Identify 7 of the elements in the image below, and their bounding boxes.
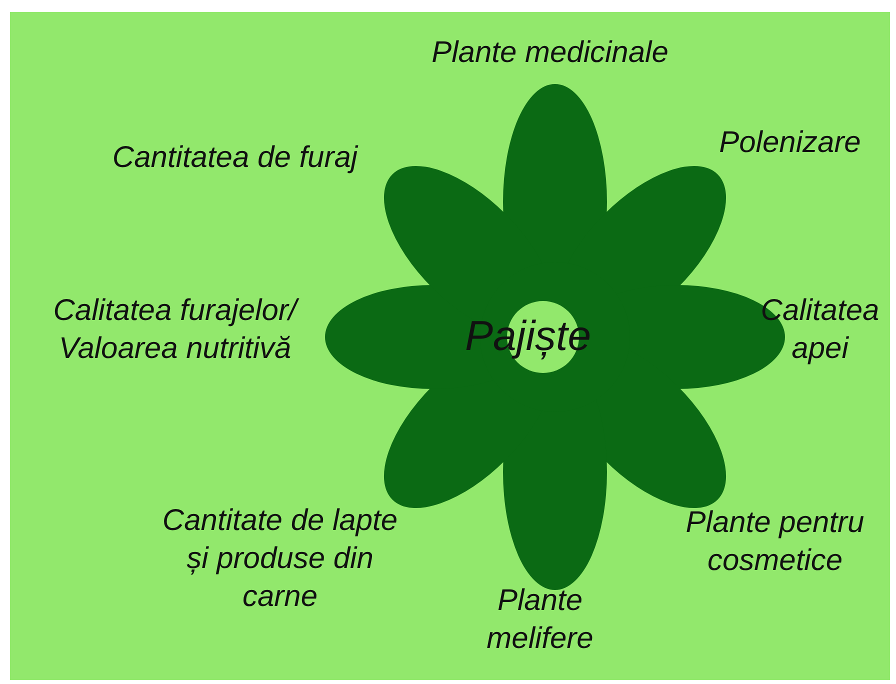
petal-label: Polenizare <box>718 125 862 161</box>
petal-label: Plante medicinale <box>430 35 670 71</box>
petal-label: Plante pentru cosmetice <box>684 505 866 579</box>
petal-label: Calitatea furajelor/ Valoarea nutritivă <box>20 292 330 368</box>
petal-label: Cantitate de lapte și produse din carne <box>161 503 399 615</box>
petal-label: Plante melifere <box>486 583 594 657</box>
petal-label: Cantitatea de furaj <box>111 140 360 176</box>
